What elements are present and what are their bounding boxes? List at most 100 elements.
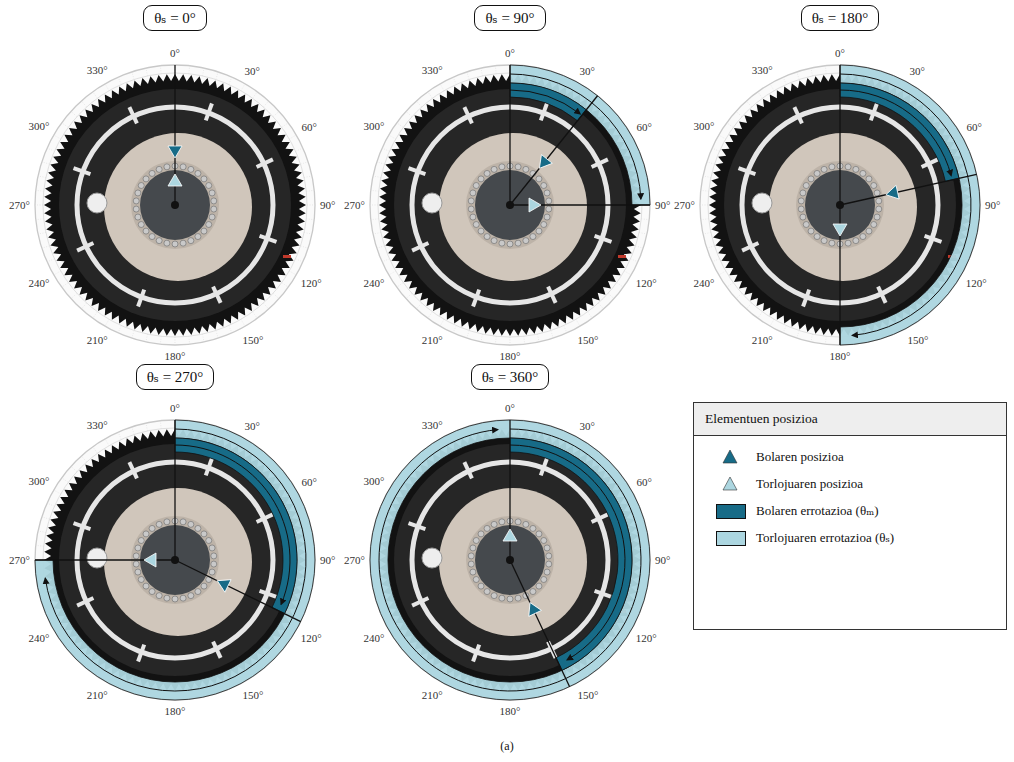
polar-tick	[758, 312, 763, 318]
ball	[860, 170, 866, 176]
angle-label: 180°	[500, 350, 521, 363]
polar-tick	[703, 176, 711, 178]
angle-label: 150°	[577, 334, 598, 347]
polar-tick	[481, 68, 483, 76]
polar-tick	[36, 545, 44, 547]
angle-label: 120°	[966, 277, 987, 290]
ring-spoke	[473, 290, 479, 307]
angle-label: 90°	[655, 199, 670, 212]
angle-label: 270°	[674, 199, 695, 212]
ball	[829, 240, 835, 246]
polar-tick	[93, 447, 98, 453]
angle-label: 60°	[636, 121, 651, 134]
angle-label: 240°	[363, 632, 384, 645]
ring-spoke	[74, 168, 91, 174]
polar-tick	[241, 319, 245, 326]
ball	[523, 238, 529, 244]
polar-tick	[727, 283, 733, 288]
polar-ring	[370, 65, 650, 345]
center-dot	[171, 556, 179, 564]
polar-tick	[62, 283, 68, 288]
center-dot	[171, 201, 179, 209]
ball	[800, 190, 806, 196]
angle-title-box: θₛ = 0°	[143, 5, 207, 31]
polar-tick	[282, 123, 288, 128]
ball-rotation-band	[510, 438, 632, 670]
ball	[874, 190, 880, 196]
polar-tick	[707, 246, 715, 248]
polar-tick	[81, 101, 86, 107]
polar-tick	[118, 432, 121, 439]
polar-tick	[304, 232, 312, 234]
polar-tick	[306, 218, 314, 220]
angle-label: 300°	[693, 120, 714, 133]
polar-tick	[371, 218, 379, 220]
angle-label: 90°	[320, 554, 335, 567]
angle-label: 120°	[301, 277, 322, 290]
ball	[188, 593, 194, 599]
polar-tick	[576, 319, 580, 326]
angle-title: θₛ = 0°	[154, 10, 196, 26]
ring-spoke	[257, 159, 273, 167]
polar-tick	[523, 336, 525, 344]
polar-tick	[712, 148, 719, 151]
polar-tick	[703, 232, 711, 234]
angle-label: 300°	[28, 475, 49, 488]
ball	[470, 214, 476, 220]
panel-figure	[35, 420, 315, 700]
ball	[546, 206, 552, 212]
polar-tick	[229, 326, 232, 333]
ball	[484, 589, 490, 595]
screw-marker	[144, 553, 156, 567]
ball	[206, 222, 212, 228]
ball	[143, 531, 149, 537]
ball	[468, 206, 474, 212]
ball	[876, 206, 882, 212]
ring-spoke	[739, 168, 756, 174]
angle-label: 210°	[87, 689, 108, 702]
polar-tick	[307, 205, 315, 206]
ball	[798, 206, 804, 212]
angle-label: 300°	[363, 120, 384, 133]
ball	[499, 164, 505, 170]
polar-tick	[370, 205, 378, 206]
rotation-arrow	[840, 90, 951, 175]
ball	[138, 538, 144, 544]
ball	[180, 519, 186, 525]
ball	[536, 228, 542, 234]
ball	[156, 521, 162, 527]
ball	[541, 538, 547, 544]
ball	[871, 183, 877, 189]
polar-tick	[216, 72, 218, 80]
polar-tick	[188, 66, 190, 74]
ball	[209, 545, 215, 551]
angle-label: 120°	[301, 632, 322, 645]
polar-tick	[719, 271, 726, 275]
angle-label: 150°	[577, 689, 598, 702]
polar-tick	[273, 111, 279, 116]
polar-tick	[93, 312, 98, 318]
ball	[180, 595, 186, 601]
polar-tick	[118, 326, 121, 333]
polar-tick	[289, 135, 296, 139]
legend-swatch	[716, 504, 746, 519]
ball	[188, 521, 194, 527]
polar-tick	[289, 271, 296, 275]
ball	[470, 569, 476, 575]
ring-spoke	[473, 645, 479, 662]
ball	[188, 238, 194, 244]
caption: (a)	[500, 740, 513, 754]
ball	[180, 240, 186, 246]
polar-tick	[825, 66, 827, 74]
polar-tick	[371, 190, 379, 192]
angle-label: 150°	[242, 334, 263, 347]
angle-label: 240°	[693, 277, 714, 290]
ball	[866, 176, 872, 182]
ball	[468, 561, 474, 567]
disc-hub	[466, 516, 554, 604]
angle-title: θₛ = 180°	[812, 10, 869, 26]
ball-rotation-band	[510, 83, 586, 121]
white-knob	[87, 193, 107, 213]
polar-tick	[38, 531, 46, 533]
angle-title-box: θₛ = 270°	[136, 364, 215, 390]
